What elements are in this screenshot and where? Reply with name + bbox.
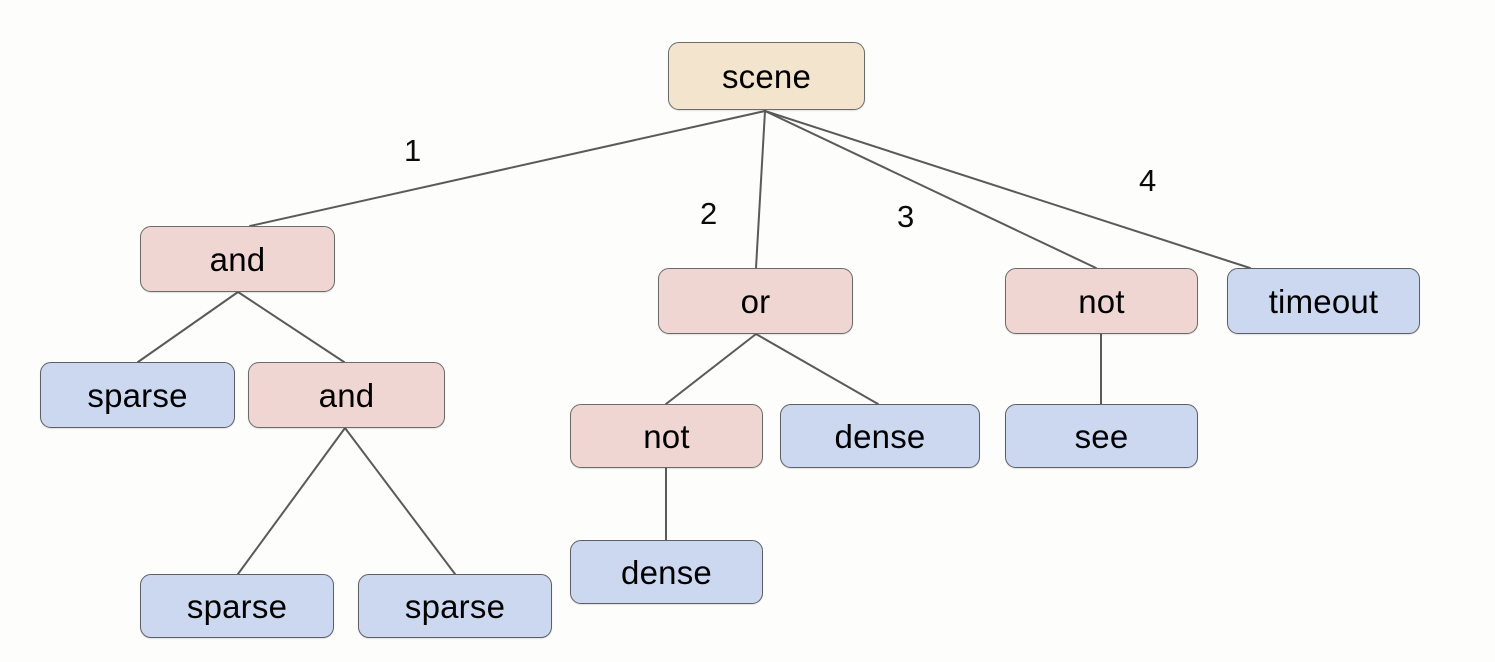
tree-node-label: and: [209, 240, 266, 278]
tree-node-label: sparse: [87, 376, 188, 414]
tree-node-scene[interactable]: scene: [668, 42, 865, 110]
tree-edge: [237, 291, 345, 363]
tree-node-sparse1[interactable]: sparse: [40, 362, 235, 428]
tree-edge: [344, 427, 456, 575]
tree-edge: [137, 291, 239, 363]
tree-node-label: see: [1074, 417, 1129, 455]
tree-edge: [249, 110, 766, 227]
tree-node-label: dense: [621, 553, 712, 591]
tree-node-and2[interactable]: and: [248, 362, 445, 428]
tree-node-label: or: [740, 282, 771, 320]
tree-node-dense1[interactable]: dense: [780, 404, 980, 468]
tree-node-label: scene: [721, 57, 812, 95]
tree-edge: [237, 427, 346, 575]
tree-node-sparse3[interactable]: sparse: [358, 574, 552, 638]
tree-node-not2[interactable]: not: [570, 404, 763, 468]
tree-edge: [764, 110, 1251, 269]
tree-node-dense2[interactable]: dense: [570, 540, 763, 604]
tree-edge: [764, 110, 1097, 269]
tree-node-label: and: [318, 376, 375, 414]
tree-node-see1[interactable]: see: [1005, 404, 1198, 468]
tree-edge: [755, 110, 766, 269]
tree-node-label: timeout: [1268, 282, 1379, 320]
tree-edge: [755, 333, 879, 405]
tree-edge: [665, 333, 757, 405]
tree-node-not1[interactable]: not: [1005, 268, 1198, 334]
tree-node-label: not: [1078, 282, 1125, 320]
tree-node-label: sparse: [186, 587, 288, 625]
tree-node-or1[interactable]: or: [658, 268, 853, 334]
edge-label: 2: [700, 196, 718, 231]
tree-node-timeout1[interactable]: timeout: [1227, 268, 1420, 334]
edge-label: 3: [897, 199, 915, 234]
tree-node-sparse2[interactable]: sparse: [140, 574, 334, 638]
edge-label: 1: [404, 133, 422, 168]
tree-node-label: dense: [834, 417, 926, 455]
edge-label: 4: [1139, 163, 1157, 198]
tree-node-and1[interactable]: and: [140, 226, 335, 292]
tree-node-label: sparse: [404, 587, 506, 625]
tree-node-label: not: [643, 417, 690, 455]
